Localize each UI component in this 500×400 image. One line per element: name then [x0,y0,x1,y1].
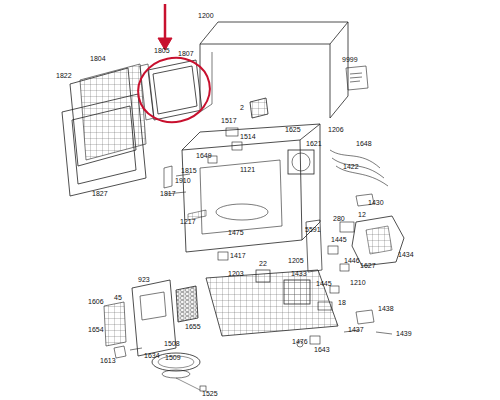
callout-number: 1822 [56,72,72,80]
callout-number: 1514 [240,133,256,141]
callout-number: 1445 [316,280,332,288]
callout-number: 1446 [344,257,360,265]
callout-number: 1910 [175,177,191,185]
callout-number: 22 [259,260,267,268]
callout-number: 1525 [202,390,218,398]
callout-number: 12 [358,211,366,219]
callout-number: 1815 [181,167,197,175]
callout-number: 1805 [154,47,170,55]
callout-number: 1817 [160,190,176,198]
callout-number: 1422 [343,163,359,171]
callout-number: 280 [333,215,345,223]
callout-number: 1438 [378,305,394,313]
callout-number: 1807 [178,50,194,58]
callout-number: 923 [138,276,150,284]
callout-number: 1217 [180,218,196,226]
callout-number: 1439 [396,330,412,338]
callout-number: 1613 [100,357,116,365]
callout-number: 1654 [88,326,104,334]
callout-number: 1804 [90,55,106,63]
callout-number: 1200 [198,12,214,20]
callout-number: 1433 [291,270,307,278]
callout-number: 1434 [398,251,414,259]
callout-number: 1205 [288,257,304,265]
callout-number: 1627 [360,262,376,270]
callout-number: 18 [338,299,346,307]
callout-number: 45 [114,294,122,302]
callout-number: 1437 [348,326,364,334]
callout-number: 1606 [88,298,104,306]
callout-number: 5591 [305,226,321,234]
callout-number: 1509 [165,354,181,362]
callout-number: 1210 [350,279,366,287]
callout-number: 1827 [92,190,108,198]
callout-number: 1643 [314,346,330,354]
callout-number: 1430 [368,199,384,207]
callout-number: 1475 [228,229,244,237]
callout-number: 1621 [306,140,322,148]
callout-number: 1625 [285,126,301,134]
callout-number: 1634 [144,352,160,360]
callout-number: 1445 [331,236,347,244]
callout-number: 1121 [240,166,255,174]
callout-number: 9999 [342,56,358,64]
callout-number: 1648 [356,140,372,148]
callout-number: 1655 [185,323,201,331]
callout-number: 1417 [230,252,246,260]
callout-number: 1649 [196,152,212,160]
callout-number: 1476 [292,338,308,346]
callout-number: 1206 [328,126,344,134]
callout-number: 2 [240,104,244,112]
callout-number: 1203 [228,270,244,278]
callout-number: 1517 [221,117,237,125]
callout-number: 1508 [164,340,180,348]
